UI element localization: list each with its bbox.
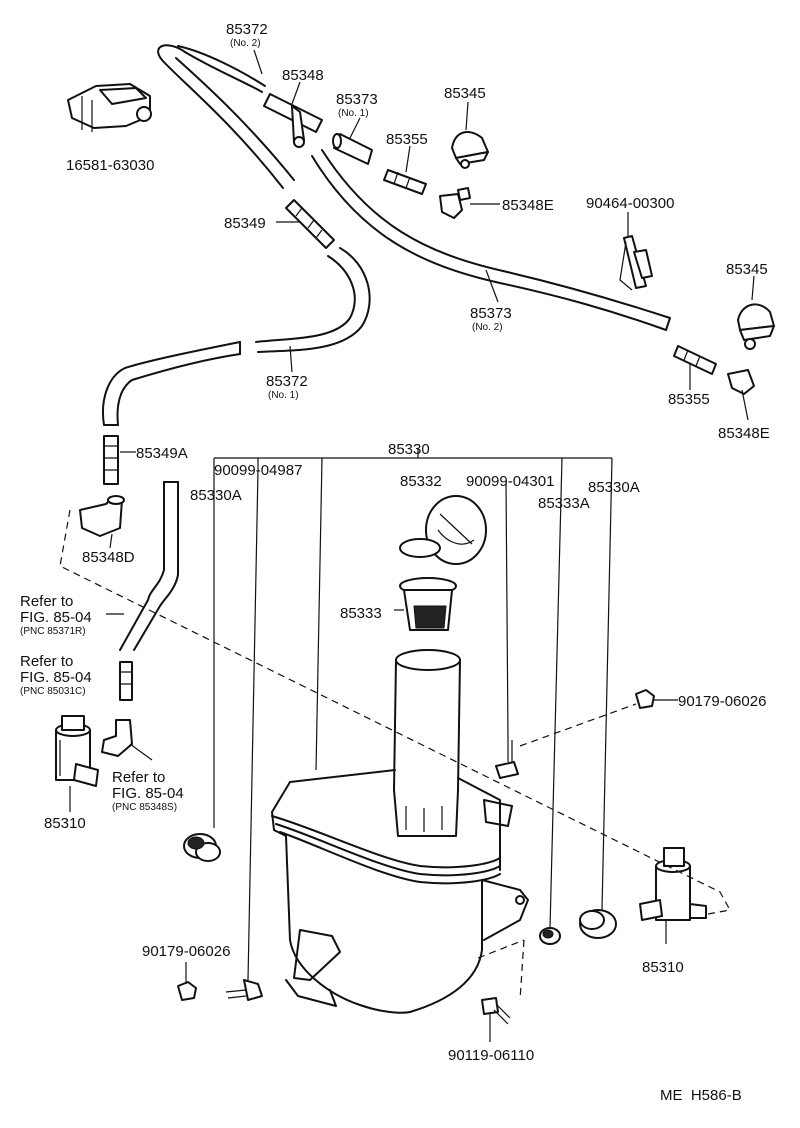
label-85348E-top: 85348E <box>502 197 554 214</box>
hose-85373-no2 <box>311 149 671 331</box>
label-85348D: 85348D <box>82 549 135 566</box>
label-85349: 85349 <box>224 215 266 232</box>
strainer-85333 <box>399 577 457 631</box>
label-85348E-right: 85348E <box>718 425 770 442</box>
grommet-85333A <box>539 927 561 945</box>
nozzle-85345-top <box>451 131 489 169</box>
check-valve-85355-top <box>383 169 427 195</box>
nut-90179-06026-right <box>635 689 655 709</box>
bracket-16581-63030 <box>67 83 152 132</box>
label-85345-top: 85345 <box>444 85 486 102</box>
hose-85372-no2 <box>157 44 295 189</box>
ref1-line1: Refer to <box>20 593 73 610</box>
t-joint-85348 <box>263 93 323 148</box>
label-85372-top-sub: (No. 2) <box>230 38 261 49</box>
label-90119-06110: 90119-06110 <box>448 1047 534 1064</box>
tank-cap-85332 <box>399 495 487 565</box>
clip-90464-00300 <box>619 235 653 291</box>
elbow-pump-outlet <box>101 719 133 757</box>
nut-90179-06026-bottom <box>177 981 197 1001</box>
joint-85349 <box>285 199 335 249</box>
ref3-pnc: (PNC 85348S) <box>112 802 177 813</box>
ref2-line2: FIG. 85-04 <box>20 669 92 686</box>
label-90179-06026-right: 90179-06026 <box>678 693 766 710</box>
joint-85349A <box>103 435 119 485</box>
label-85345-right: 85345 <box>726 261 768 278</box>
nozzle-85345-right <box>737 303 775 350</box>
washer-pump-85310-right <box>639 847 707 921</box>
dashed-reference-lines <box>59 509 731 1001</box>
ref3-line1: Refer to <box>112 769 165 786</box>
elbow-85348E-top <box>439 187 471 219</box>
ref1-line2: FIG. 85-04 <box>20 609 92 626</box>
joint-pump-inlet <box>119 661 133 701</box>
label-85332: 85332 <box>400 473 442 490</box>
grommet-85330A-right <box>579 909 617 939</box>
bolt-90119-06110 <box>481 997 511 1025</box>
label-85349A: 85349A <box>136 445 188 462</box>
elbow-85348E-right <box>727 369 755 395</box>
hose-pump-feed <box>119 481 179 651</box>
label-90099-04987: 90099-04987 <box>214 462 302 479</box>
hose-85372-no1 <box>102 247 371 426</box>
screw-90099-04987 <box>225 979 263 1001</box>
label-85372-top: 85372 <box>226 21 268 38</box>
label-85373-no2-sub: (No. 2) <box>472 322 503 333</box>
label-85373-no2: 85373 <box>470 305 512 322</box>
hose-85373-no1 <box>332 133 373 165</box>
label-85355-top: 85355 <box>386 131 428 148</box>
label-90099-04301: 90099-04301 <box>466 473 554 490</box>
label-85333A: 85333A <box>538 495 590 512</box>
label-90464-00300: 90464-00300 <box>586 195 674 212</box>
label-85372-mid: 85372 <box>266 373 308 390</box>
ref2-line1: Refer to <box>20 653 73 670</box>
check-valve-85355-right <box>673 345 717 375</box>
label-16581-63030: 16581-63030 <box>66 157 154 174</box>
label-85330A-right: 85330A <box>588 479 640 496</box>
grommet-85330A-left <box>183 833 221 862</box>
label-85373-no1: 85373 <box>336 91 378 108</box>
label-85333: 85333 <box>340 605 382 622</box>
label-85310-right: 85310 <box>642 959 684 976</box>
footer-code: ME H586-B <box>660 1087 742 1104</box>
elbow-85348D <box>79 495 125 537</box>
ref3-line2: FIG. 85-04 <box>112 785 184 802</box>
washer-tank-85330 <box>271 769 529 1014</box>
ref2-pnc: (PNC 85031C) <box>20 686 86 697</box>
label-85330: 85330 <box>388 441 430 458</box>
label-85310-left: 85310 <box>44 815 86 832</box>
screw-90099-04301 <box>495 740 519 779</box>
label-90179-06026-bottom: 90179-06026 <box>142 943 230 960</box>
washer-pump-85310-left <box>55 715 99 787</box>
filler-neck <box>393 649 461 837</box>
label-85330A-left: 85330A <box>190 487 242 504</box>
ref1-pnc: (PNC 85371R) <box>20 626 86 637</box>
label-85355-right: 85355 <box>668 391 710 408</box>
label-85348: 85348 <box>282 67 324 84</box>
label-85373-no1-sub: (No. 1) <box>338 108 369 119</box>
label-85372-mid-sub: (No. 1) <box>268 390 299 401</box>
